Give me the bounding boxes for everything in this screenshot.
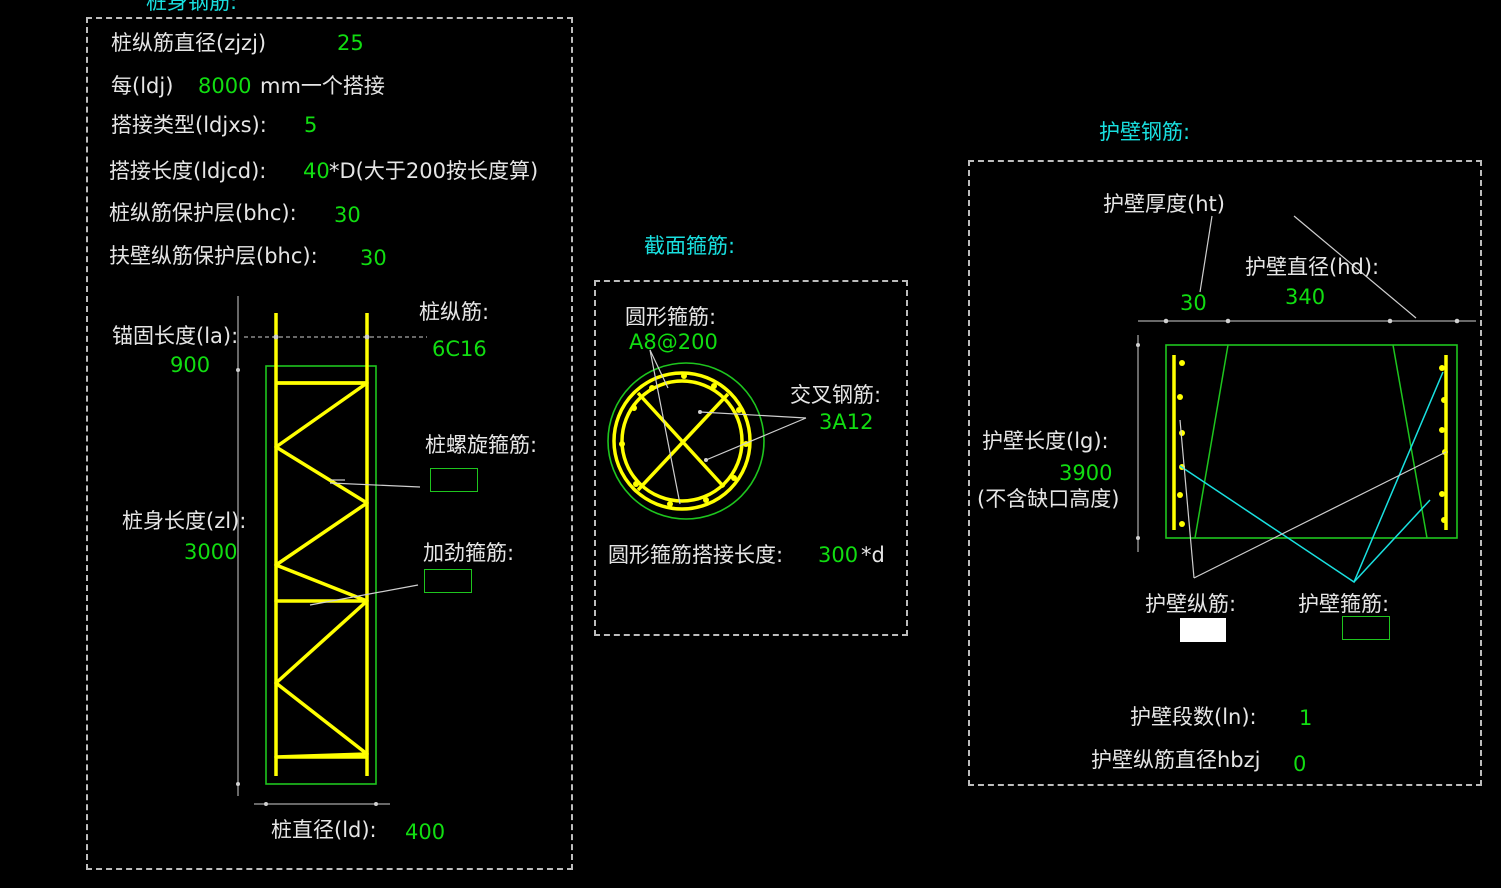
ld-label: 桩直径(ld): <box>271 818 377 842</box>
la-label: 锚固长度(la): <box>112 324 239 348</box>
pile-body-title: 桩身钢筋: <box>146 0 238 14</box>
circle-lap-label: 圆形箍筋搭接长度: <box>608 543 784 567</box>
cross-rebar-label: 交叉钢筋: <box>790 383 882 407</box>
ldjcd-value[interactable]: 40 <box>303 159 330 183</box>
ldjxs-label: 搭接类型(ldjxs): <box>111 113 267 137</box>
fbbhc-label: 扶壁纵筋保护层(bhc): <box>109 244 318 268</box>
lg-note: (不含缺口高度) <box>977 487 1120 511</box>
bhc-value[interactable]: 30 <box>334 203 361 227</box>
spiral-label: 桩螺旋箍筋: <box>425 433 538 457</box>
hd-label: 护壁直径(hd): <box>1245 255 1380 279</box>
ldjxs-value[interactable]: 5 <box>304 113 318 137</box>
stiffening-stirrup-input[interactable] <box>424 569 472 593</box>
section-title: 截面箍筋: <box>644 234 736 258</box>
ldjcd-suffix: *D(大于200按长度算) <box>329 159 539 183</box>
zjzj-label: 桩纵筋直径(zjzj) <box>111 31 267 55</box>
ld-value[interactable]: 400 <box>405 820 446 844</box>
zzj-value[interactable]: 6C16 <box>432 337 487 361</box>
cross-rebar-value[interactable]: 3A12 <box>819 410 874 434</box>
spiral-stirrup-input[interactable] <box>430 468 478 492</box>
ln-label: 护壁段数(ln): <box>1130 705 1257 729</box>
circle-stirrup-label: 圆形箍筋: <box>625 305 717 329</box>
wall-title: 护壁钢筋: <box>1099 120 1191 144</box>
pile-body-panel <box>86 17 573 870</box>
circle-lap-value[interactable]: 300 <box>818 543 859 567</box>
circle-stirrup-value[interactable]: A8@200 <box>629 330 718 354</box>
ln-value[interactable]: 1 <box>1299 706 1313 730</box>
hd-value[interactable]: 340 <box>1285 285 1326 309</box>
ldjcd-label: 搭接长度(ldjcd): <box>109 159 267 183</box>
wall-elevation-drawing <box>1136 215 1476 584</box>
wall-long-rebar-input[interactable] <box>1180 618 1226 642</box>
zl-label: 桩身长度(zl): <box>122 509 247 533</box>
section-stirrup-panel <box>594 280 908 636</box>
lg-label: 护壁长度(lg): <box>982 429 1109 453</box>
ldj-label: 每(ldj) <box>111 74 174 98</box>
zzj-label: 桩纵筋: <box>419 300 490 324</box>
circle-lap-suffix: *d <box>861 543 885 567</box>
wall-long-label: 护壁纵筋: <box>1145 592 1237 616</box>
ldj-suffix: mm一个搭接 <box>260 74 385 98</box>
bhc-label: 桩纵筋保护层(bhc): <box>109 201 297 225</box>
zjzj-value[interactable]: 25 <box>337 31 364 55</box>
pile-elevation-drawing <box>236 296 427 806</box>
wall-stirrup-label: 护壁箍筋: <box>1298 592 1390 616</box>
hbzj-value[interactable]: 0 <box>1293 752 1307 776</box>
lg-value[interactable]: 3900 <box>1059 461 1113 485</box>
ht-label: 护壁厚度(ht) <box>1103 192 1225 216</box>
wall-rebar-panel <box>968 160 1482 786</box>
zl-value[interactable]: 3000 <box>184 540 238 564</box>
stiff-label: 加劲箍筋: <box>423 541 515 565</box>
la-value[interactable]: 900 <box>170 353 211 377</box>
hbzj-label: 护壁纵筋直径hbzj <box>1091 748 1261 772</box>
fbbhc-value[interactable]: 30 <box>360 246 387 270</box>
ht-value[interactable]: 30 <box>1180 291 1207 315</box>
ldj-value[interactable]: 8000 <box>198 74 252 98</box>
wall-stirrup-input[interactable] <box>1342 616 1390 640</box>
circular-section-drawing <box>607 349 807 520</box>
